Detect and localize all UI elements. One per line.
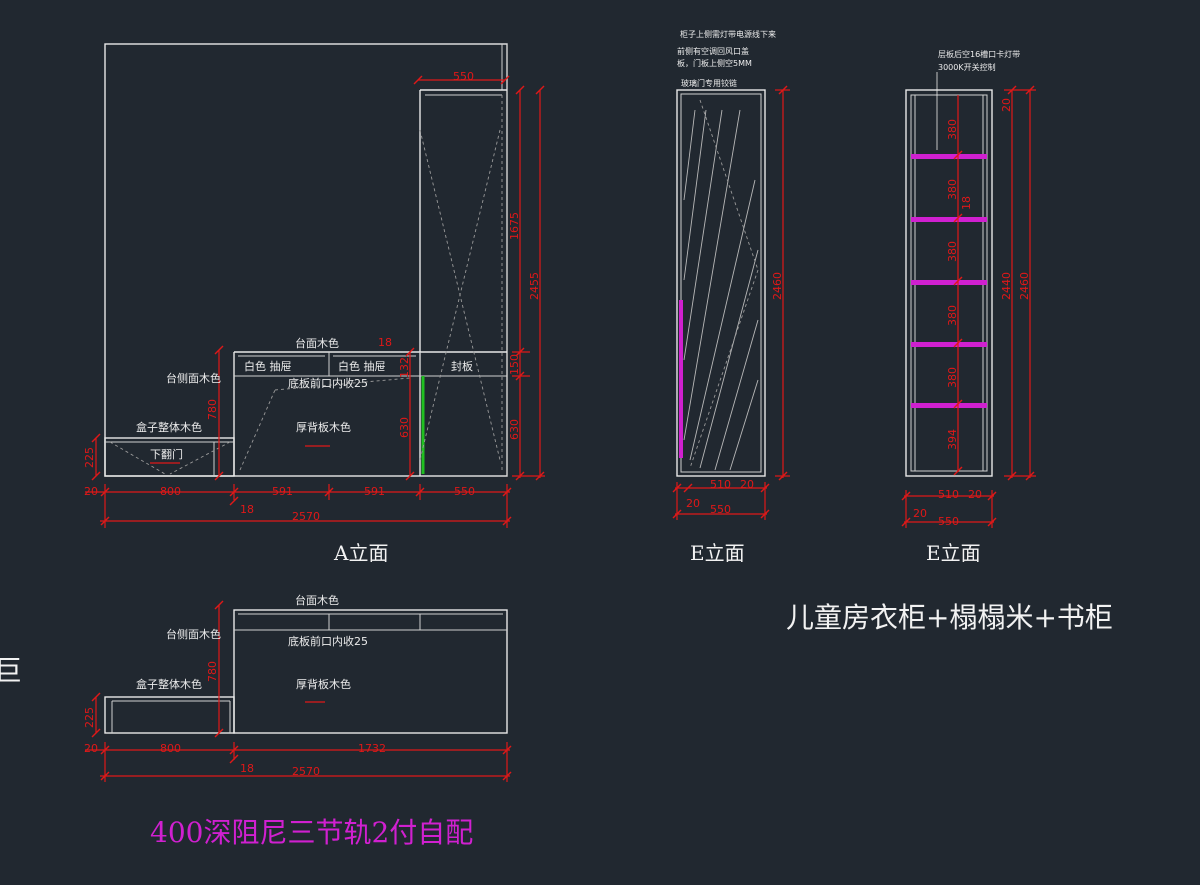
dim-e1-550: 550 xyxy=(710,503,731,516)
shelves xyxy=(911,154,987,408)
dim-e2-shelf-380-e: 380 xyxy=(946,367,959,388)
dim-a-20: 20 xyxy=(84,485,98,498)
dim-plan-2570: 2570 xyxy=(292,765,320,778)
dim-e1-20-a: 20 xyxy=(740,478,754,491)
dim-e2-2460: 2460 xyxy=(1018,272,1031,300)
dim-plan-780: 780 xyxy=(206,661,219,682)
dim-a-591-b: 591 xyxy=(364,485,385,498)
dim-a-550-bottom: 550 xyxy=(454,485,475,498)
plan-label-box-wood: 盒子整体木色 xyxy=(136,677,202,691)
dim-e1-2460: 2460 xyxy=(771,272,784,300)
dim-e1-20-b: 20 xyxy=(686,497,700,510)
label-drawer-2: 白色 抽屉 xyxy=(338,359,386,373)
dim-e2-510: 510 xyxy=(938,488,959,501)
e2-note-2: 3000K开关控制 xyxy=(938,62,996,72)
plan-label-back-wood: 厚背板木色 xyxy=(296,677,351,691)
wardrobe-outline xyxy=(104,43,508,477)
e1-note-3: 板，门板上侧空5MM xyxy=(677,58,752,68)
dim-a-2455: 2455 xyxy=(528,272,541,300)
label-seal: 封板 xyxy=(451,359,473,373)
dim-e2-550: 550 xyxy=(938,515,959,528)
view-plan xyxy=(85,600,512,782)
label-bottom-inset: 底板前口内收25 xyxy=(288,376,368,390)
view-a-elevation xyxy=(85,43,545,528)
dim-plan-1732: 1732 xyxy=(358,742,386,755)
plan-label-top-wood: 台面木色 xyxy=(295,593,339,607)
dim-a-800: 800 xyxy=(160,485,181,498)
dim-a-132: 132 xyxy=(398,357,411,378)
dim-e2-shelf-380-d: 380 xyxy=(946,305,959,326)
rail-note: 400深阻尼三节轨2付自配 xyxy=(150,816,473,849)
dim-e2-shelf-394: 394 xyxy=(946,429,959,450)
dim-plan-800: 800 xyxy=(160,742,181,755)
bottom-box xyxy=(104,437,235,477)
view-e1-title: E立面 xyxy=(690,541,745,565)
dim-e2-shelf-380-a: 380 xyxy=(946,119,959,140)
dim-a-591-a: 591 xyxy=(272,485,293,498)
plan-label-side-wood: 台侧面木色 xyxy=(166,627,221,641)
dim-a-630: 630 xyxy=(398,417,411,438)
label-side-wood: 台侧面木色 xyxy=(166,371,221,385)
view-e2-elevation xyxy=(901,72,1036,528)
dim-e2-18: 18 xyxy=(960,196,973,210)
e1-note-2: 前侧有空调回风口盖 xyxy=(677,46,749,56)
view-a-title: A立面 xyxy=(333,541,388,565)
dim-a-225: 225 xyxy=(83,447,96,468)
label-flip-door: 下翻门 xyxy=(150,447,183,461)
dim-a-2570: 2570 xyxy=(292,510,320,523)
dim-e2-20-a: 20 xyxy=(968,488,982,501)
dim-e2-20-top: 20 xyxy=(1000,98,1013,112)
label-drawer-1: 白色 抽屉 xyxy=(244,359,292,373)
project-title: 儿童房衣柜+榻榻米+书柜 xyxy=(786,601,1113,634)
edge-character: 巨 xyxy=(0,654,22,687)
dim-a-18: 18 xyxy=(378,336,392,349)
dim-a-550-top: 550 xyxy=(453,70,474,83)
dim-e2-20-b: 20 xyxy=(913,507,927,520)
dim-plan-20: 20 xyxy=(84,742,98,755)
label-box-wood: 盒子整体木色 xyxy=(136,420,202,434)
dim-e2-shelf-380-b: 380 xyxy=(946,179,959,200)
dim-plan-18: 18 xyxy=(240,762,254,775)
e1-note-4: 玻璃门专用铰链 xyxy=(681,78,737,88)
dim-a-1675: 1675 xyxy=(508,212,521,240)
dim-a-18-bottom: 18 xyxy=(240,503,254,516)
dim-plan-225: 225 xyxy=(83,707,96,728)
dim-a-150: 150 xyxy=(508,354,521,375)
dim-e2-2440: 2440 xyxy=(1000,272,1013,300)
dim-e2-shelf-380-c: 380 xyxy=(946,241,959,262)
e2-note-1: 层板后空16槽口卡灯带 xyxy=(938,49,1020,59)
label-top-wood: 台面木色 xyxy=(295,336,339,350)
view-e1-elevation xyxy=(672,85,790,520)
dim-a-630-right: 630 xyxy=(508,419,521,440)
label-back-wood: 厚背板木色 xyxy=(296,420,351,434)
e1-note-1: 柜子上侧需灯带电源线下来 xyxy=(680,29,776,39)
dim-a-780: 780 xyxy=(206,399,219,420)
dim-e1-510: 510 xyxy=(710,478,731,491)
view-e2-title: E立面 xyxy=(926,541,981,565)
plan-label-bottom-inset: 底板前口内收25 xyxy=(288,634,368,648)
